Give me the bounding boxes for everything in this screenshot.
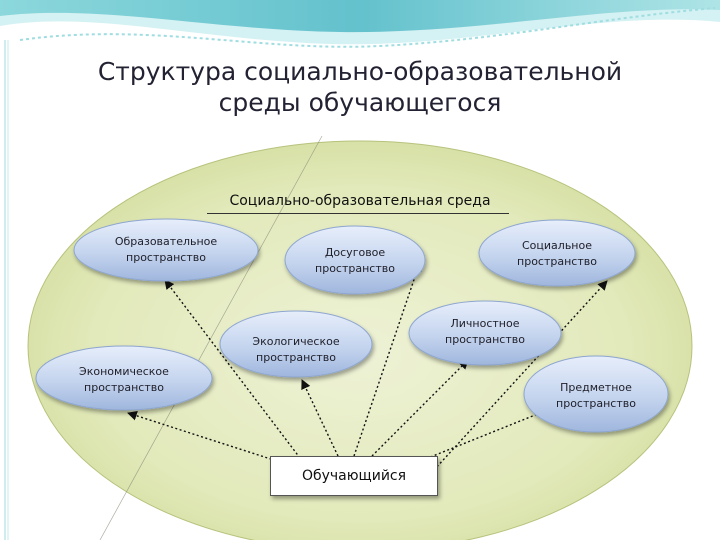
left-border-lines xyxy=(4,40,9,540)
header-wave-decoration xyxy=(0,0,720,48)
node-social xyxy=(478,219,636,287)
environment-label: Социально-образовательная среда xyxy=(229,193,491,209)
ecological-space-label: Экологическое пространство xyxy=(252,335,340,364)
node-ecological xyxy=(219,310,373,378)
learner-box: Обучающийся xyxy=(270,456,438,496)
node-leisure xyxy=(284,225,426,295)
environment-label-underline xyxy=(207,213,509,214)
node-economic xyxy=(35,345,213,411)
node-educational xyxy=(73,218,259,282)
title-line-1: Структура социально-образовательной xyxy=(97,57,623,86)
educational-space-label: Образовательное пространство xyxy=(114,235,218,264)
arrow-to-personal xyxy=(371,359,469,457)
arrow-to-educational xyxy=(164,279,301,459)
node-personal xyxy=(408,300,562,366)
node-subject xyxy=(523,355,669,433)
personal-space-label: Личностное пространство xyxy=(445,317,525,346)
slide-title: Структура социально-образовательной сред… xyxy=(40,56,680,118)
social-space-label: Социальное пространство xyxy=(517,239,597,268)
leisure-space-label: Досуговое пространство xyxy=(315,246,395,275)
title-line-2: среды обучающегося xyxy=(218,88,502,117)
learner-label: Обучающийся xyxy=(301,468,407,484)
arrow-to-ecological xyxy=(301,379,339,457)
background-guide-line xyxy=(99,135,323,540)
subject-space-label: Предметное пространство xyxy=(556,381,636,410)
space-nodes xyxy=(35,218,669,433)
economic-space-label: Экономическое пространство xyxy=(79,365,169,394)
